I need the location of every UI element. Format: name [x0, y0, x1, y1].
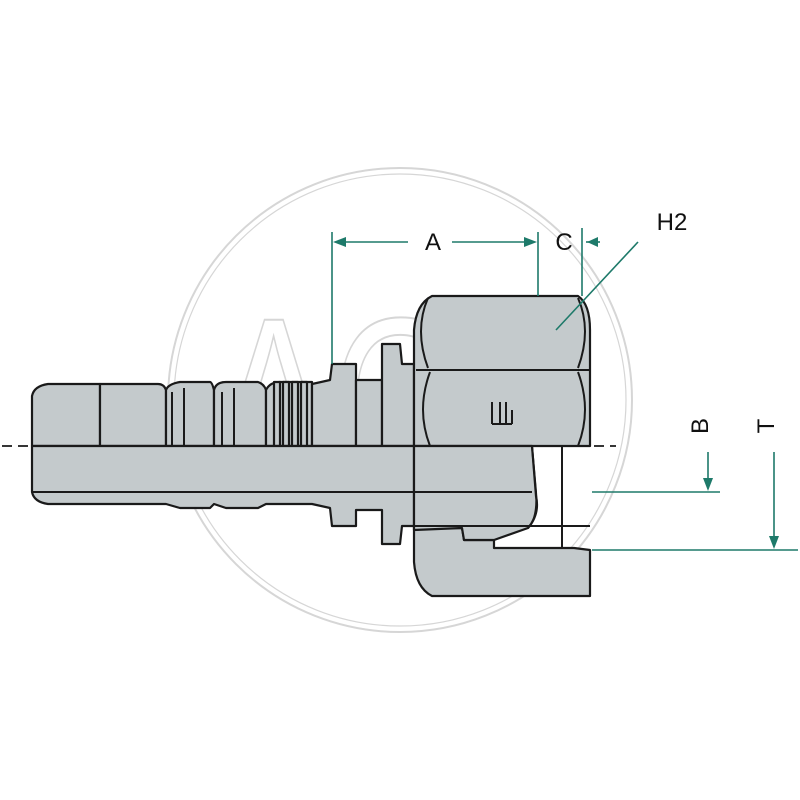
label-b: B	[687, 418, 714, 434]
label-a: A	[425, 229, 441, 256]
section-lower	[30, 444, 592, 598]
label-h2: H2	[657, 209, 688, 236]
dimension-a: A	[331, 229, 539, 364]
dimension-c: C	[555, 228, 600, 296]
dimension-h2: H2	[555, 209, 688, 331]
hose-tail-upper	[30, 380, 314, 448]
dimension-b: B	[592, 418, 720, 493]
dimension-t: T	[592, 418, 798, 551]
label-c: C	[555, 229, 572, 256]
label-t: T	[753, 418, 780, 433]
swivel-nut	[412, 294, 592, 448]
